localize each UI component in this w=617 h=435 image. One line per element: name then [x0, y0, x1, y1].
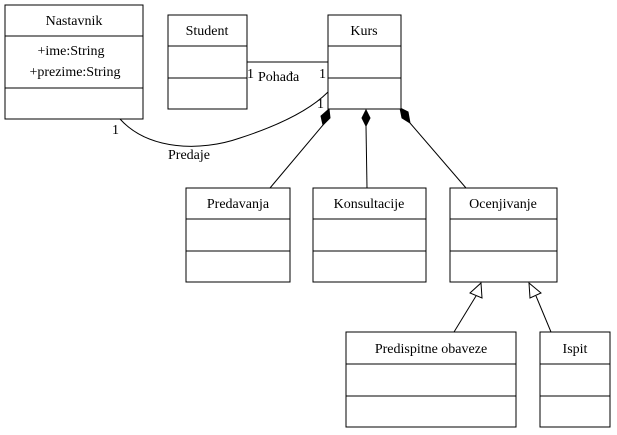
class-predispitne-obaveze: Predispitne obaveze: [345, 331, 517, 428]
pohadja-student-multiplicity: 1: [247, 67, 254, 82]
class-nastavnik-attribute: +prezime:String: [29, 65, 120, 80]
composition-ocenjivanje-diamond: [399, 107, 411, 125]
pohadja-label: Pohađa: [258, 70, 300, 85]
composition-konsultacije-line: [365, 125, 368, 189]
class-nastavnik-name: Nastavnik: [46, 14, 103, 29]
composition-predavanja-diamond: [320, 107, 331, 126]
class-student-name: Student: [186, 24, 229, 39]
class-nastavnik-attribute: +ime:String: [37, 44, 104, 59]
pohadja-kurs-multiplicity: 1: [319, 67, 326, 82]
class-nastavnik: Nastavnik +ime:String +prezime:String: [4, 4, 144, 120]
class-ocenjivanje-name: Ocenjivanje: [469, 197, 537, 212]
composition-konsultacije-diamond: [361, 108, 371, 128]
class-ispit: Ispit: [539, 331, 611, 428]
class-konsultacije: Konsultacije: [312, 187, 427, 283]
association-predaje-line: [119, 91, 329, 147]
composition-predavanja-line: [269, 124, 324, 189]
generalization-predispitne-line: [453, 295, 477, 333]
class-konsultacije-name: Konsultacije: [334, 197, 405, 212]
class-ispit-name: Ispit: [563, 342, 588, 357]
class-kurs: Kurs: [327, 14, 402, 110]
class-kurs-name: Kurs: [350, 24, 377, 39]
class-student: Student: [167, 14, 248, 110]
composition-ocenjivanje-line: [409, 122, 467, 189]
predaje-kurs-multiplicity: 1: [317, 97, 324, 112]
class-ocenjivanje: Ocenjivanje: [449, 187, 558, 283]
generalization-ispit-arrow: [528, 281, 542, 299]
class-predavanja-name: Predavanja: [207, 197, 270, 212]
generalization-predispitne-arrow: [469, 281, 483, 299]
class-predispitne-obaveze-name: Predispitne obaveze: [375, 342, 487, 357]
predaje-label: Predaje: [168, 148, 210, 163]
predaje-nastavnik-multiplicity: 1: [112, 123, 119, 138]
class-predavanja: Predavanja: [185, 187, 291, 283]
generalization-ispit-line: [535, 295, 552, 333]
